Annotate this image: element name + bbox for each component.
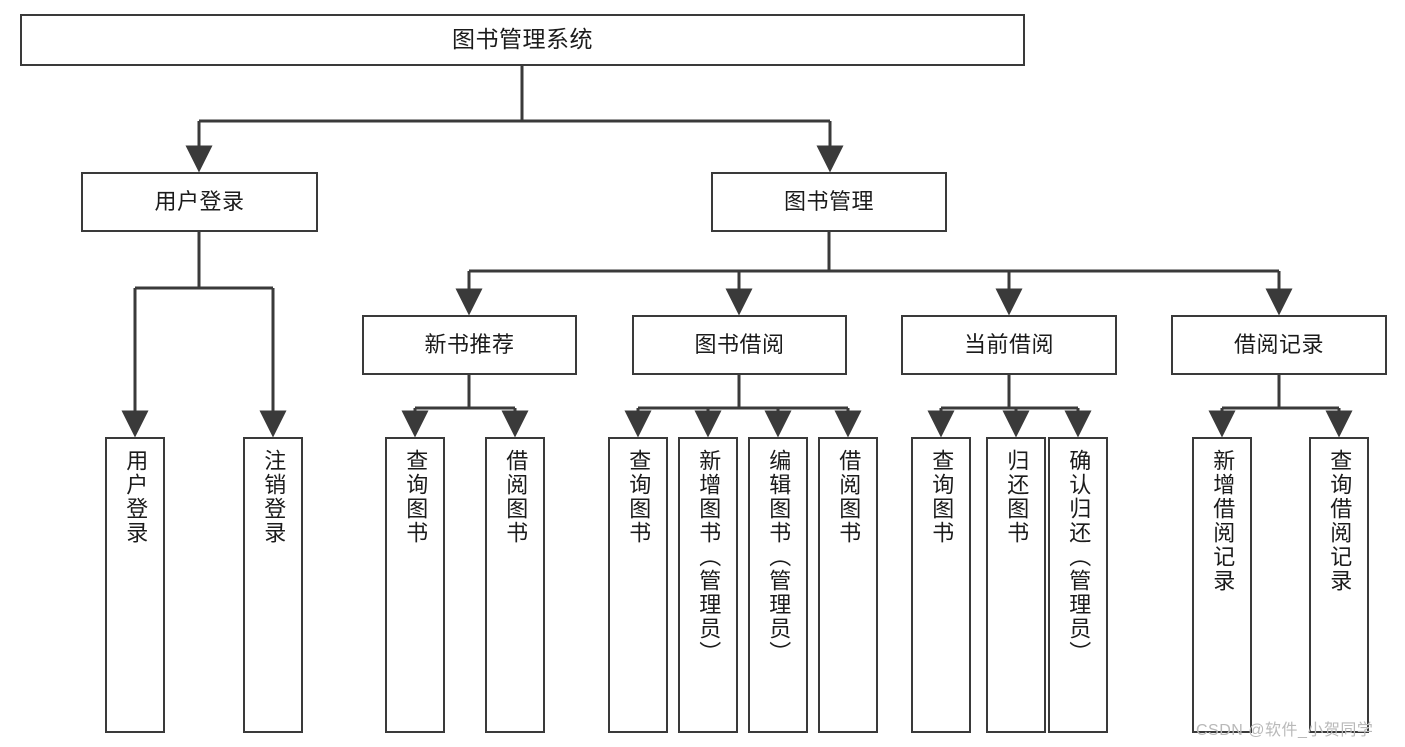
node-leaf-rec-query-book[interactable]: 查询图书 — [385, 437, 445, 733]
node-leaf-borrow-add-book-label: 新增图书（管理员） — [696, 449, 722, 665]
node-book-borrow-label: 图书借阅 — [694, 331, 785, 357]
node-leaf-user-logout[interactable]: 注销登录 — [243, 437, 303, 733]
node-book-management-label: 图书管理 — [783, 188, 874, 214]
node-book-borrow[interactable]: 图书借阅 — [632, 315, 847, 375]
node-leaf-user-login-label: 用户登录 — [123, 449, 149, 545]
node-leaf-borrow-edit-book-label: 编辑图书（管理员） — [766, 449, 792, 665]
node-leaf-user-logout-label: 注销登录 — [261, 449, 287, 545]
node-leaf-record-query-label: 查询借阅记录 — [1327, 449, 1353, 593]
node-leaf-current-return-book-label: 归还图书 — [1004, 449, 1030, 545]
node-leaf-borrow-borrow-book[interactable]: 借阅图书 — [818, 437, 878, 733]
node-borrow-record[interactable]: 借阅记录 — [1171, 315, 1387, 375]
node-leaf-rec-borrow-book-label: 借阅图书 — [503, 449, 529, 545]
node-leaf-record-query[interactable]: 查询借阅记录 — [1309, 437, 1369, 733]
node-current-borrow-label: 当前借阅 — [963, 331, 1054, 357]
node-leaf-record-add[interactable]: 新增借阅记录 — [1192, 437, 1252, 733]
node-leaf-borrow-query-book[interactable]: 查询图书 — [608, 437, 668, 733]
node-current-borrow[interactable]: 当前借阅 — [901, 315, 1117, 375]
node-leaf-user-login[interactable]: 用户登录 — [105, 437, 165, 733]
node-leaf-borrow-borrow-book-label: 借阅图书 — [836, 449, 862, 545]
node-user-login[interactable]: 用户登录 — [81, 172, 318, 232]
node-borrow-record-label: 借阅记录 — [1233, 331, 1324, 357]
node-leaf-current-return-book[interactable]: 归还图书 — [986, 437, 1046, 733]
node-book-management[interactable]: 图书管理 — [711, 172, 947, 232]
node-leaf-current-query-book-label: 查询图书 — [929, 449, 955, 545]
node-user-login-label: 用户登录 — [154, 188, 245, 214]
node-leaf-current-confirm-return-label: 确认归还（管理员） — [1066, 449, 1092, 665]
csdn-watermark: CSDN @软件_小贺同学 — [1196, 722, 1374, 739]
node-root-label: 图书管理系统 — [452, 26, 593, 53]
node-leaf-current-confirm-return[interactable]: 确认归还（管理员） — [1048, 437, 1108, 733]
node-leaf-current-query-book[interactable]: 查询图书 — [911, 437, 971, 733]
node-leaf-record-add-label: 新增借阅记录 — [1210, 449, 1236, 593]
node-leaf-rec-borrow-book[interactable]: 借阅图书 — [485, 437, 545, 733]
node-leaf-borrow-edit-book[interactable]: 编辑图书（管理员） — [748, 437, 808, 733]
node-leaf-rec-query-book-label: 查询图书 — [403, 449, 429, 545]
node-leaf-borrow-query-book-label: 查询图书 — [626, 449, 652, 545]
node-new-book-recommend-label: 新书推荐 — [424, 331, 515, 357]
node-new-book-recommend[interactable]: 新书推荐 — [362, 315, 577, 375]
node-leaf-borrow-add-book[interactable]: 新增图书（管理员） — [678, 437, 738, 733]
node-root[interactable]: 图书管理系统 — [20, 14, 1025, 66]
